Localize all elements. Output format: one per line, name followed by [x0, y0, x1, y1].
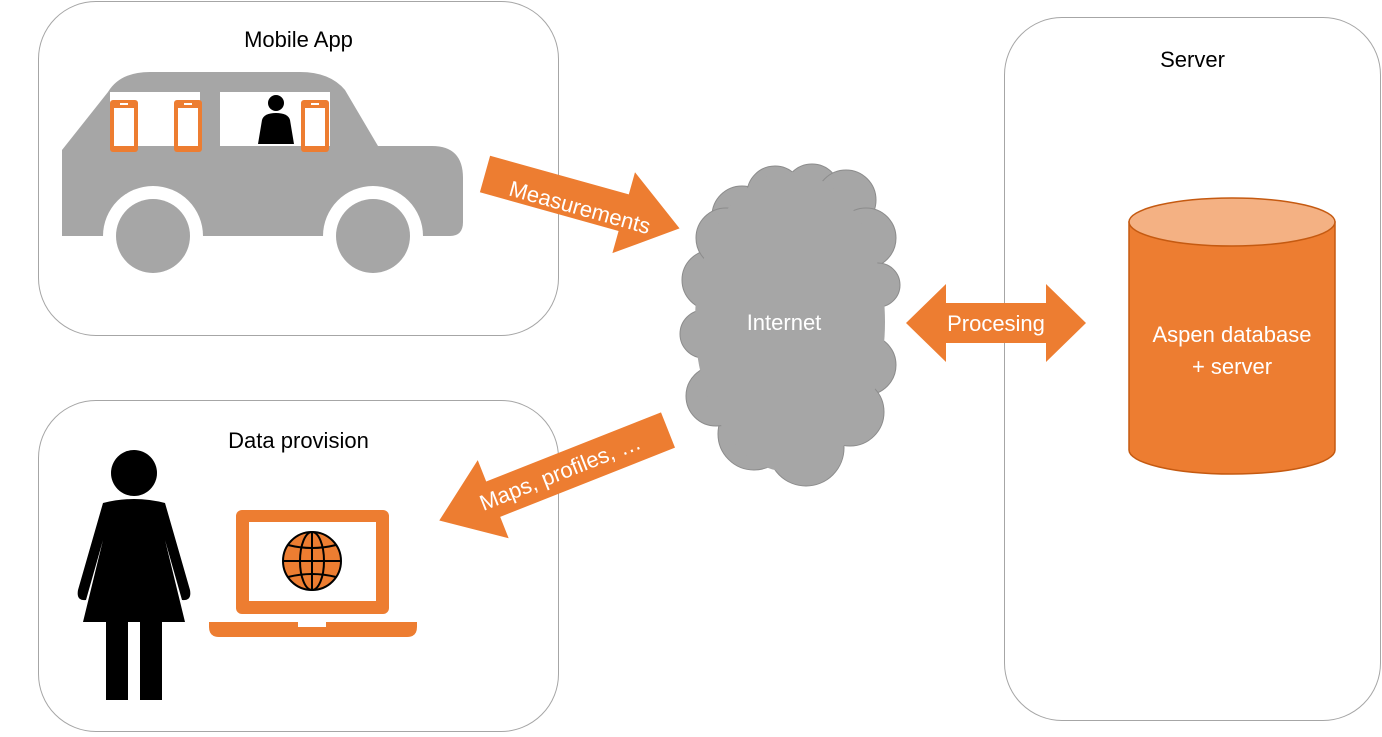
phone-icon	[301, 100, 329, 152]
cloud-icon	[679, 163, 901, 487]
database-label-line2: + server	[1192, 354, 1272, 379]
maps-arrow: Maps, profiles, …	[439, 412, 675, 539]
phone-icon	[174, 100, 202, 152]
database-icon	[1128, 197, 1336, 475]
phone-icon	[110, 100, 138, 152]
server-title: Server	[1160, 47, 1225, 72]
person-icon	[258, 95, 294, 144]
database-label-line1: Aspen database	[1152, 322, 1311, 347]
woman-icon	[77, 450, 191, 700]
data-provision-title: Data provision	[228, 428, 369, 453]
globe-icon	[282, 531, 342, 591]
maps-label: Maps, profiles, …	[476, 429, 644, 515]
processing-arrow: Procesing	[906, 284, 1086, 362]
processing-label: Procesing	[947, 311, 1045, 336]
measurements-arrow: Measurements	[479, 155, 680, 254]
internet-label: Internet	[747, 310, 822, 335]
mobile-app-title: Mobile App	[244, 27, 353, 52]
